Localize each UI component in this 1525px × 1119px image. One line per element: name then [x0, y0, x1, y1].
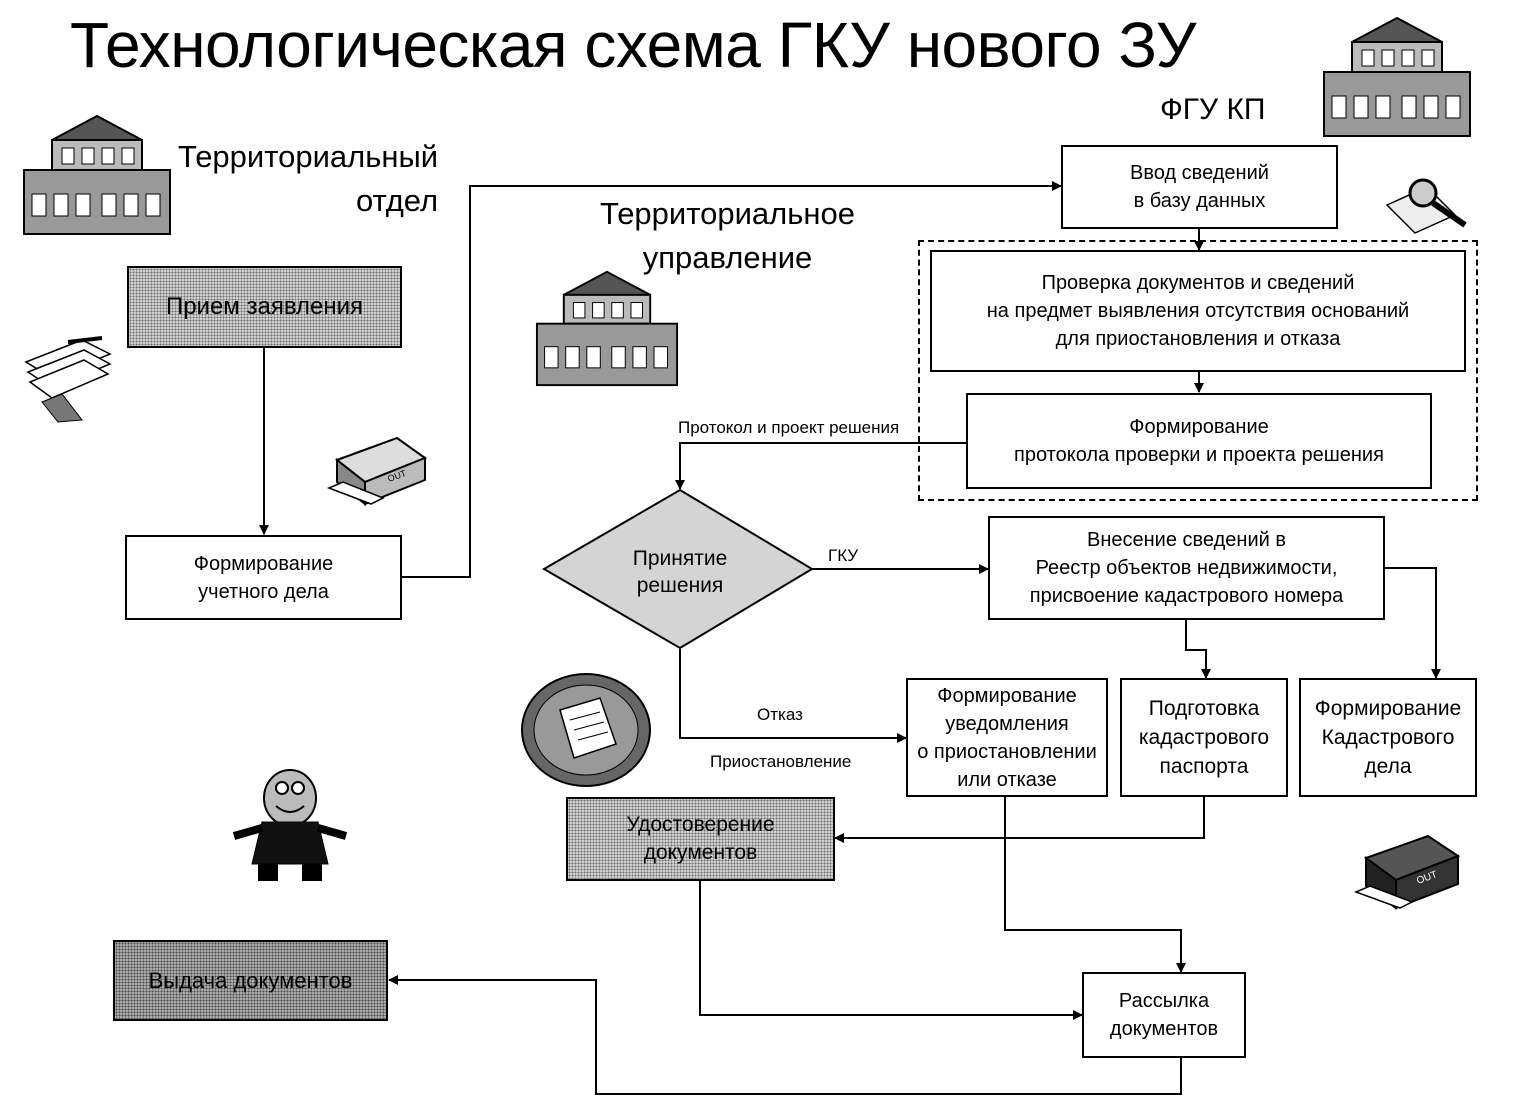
protocol-draft-edge-label: Протокол и проект решения [678, 418, 900, 437]
issue-documents-box[interactable]: Выдача документов [113, 940, 388, 1021]
building-icon [22, 112, 172, 242]
arrow-protocol-to-decision [675, 442, 966, 490]
prepare-passport-box[interactable]: Подготовка кадастрового паспорта [1120, 678, 1288, 797]
arrow-mail-to-issue [388, 975, 1182, 1095]
receive-application-label: Прием заявления [165, 293, 364, 320]
magnifier-icon [1385, 175, 1470, 240]
issue-documents-label: Выдача документов [148, 967, 353, 993]
certify-documents-label: Удостоверение документов [626, 813, 775, 864]
fgu-kp-label: ФГУ КП [1160, 93, 1266, 126]
printer-icon: OUT [1352, 828, 1462, 925]
arrow-notice-to-mail [1004, 797, 1186, 973]
form-cadastral-case-label: Формирование Кадастрового дела [1314, 697, 1462, 778]
printer-icon: OUT [325, 432, 430, 517]
person-icon [228, 768, 353, 888]
form-cadastral-case-box[interactable]: Формирование Кадастрового дела [1299, 678, 1477, 797]
arrow-passport-to-certify [834, 797, 1205, 843]
arrow-decision-to-notice [679, 649, 907, 743]
gku-edge-label: ГКУ [828, 546, 859, 565]
check-documents-box[interactable]: Проверка документов и сведений на предме… [930, 250, 1466, 372]
building-icon [1322, 14, 1472, 144]
mail-documents-box[interactable]: Рассылка документов [1082, 972, 1246, 1058]
registry-entry-box[interactable]: Внесение сведений в Реестр объектов недв… [988, 516, 1385, 620]
form-notice-label: Формирование уведомления о приостановлен… [917, 684, 1097, 791]
enter-data-box[interactable]: Ввод сведений в базу данных [1061, 145, 1338, 229]
enter-data-label: Ввод сведений в базу данных [1130, 162, 1269, 212]
arrow-registry-to-cadastral-case [1384, 567, 1441, 679]
refusal-edge-label: Отказ [757, 705, 803, 724]
form-protocol-box[interactable]: Формирование протокола проверки и проект… [966, 393, 1432, 489]
form-notice-box[interactable]: Формирование уведомления о приостановлен… [906, 678, 1108, 797]
decision-label: Принятие решения [632, 547, 728, 597]
registry-entry-label: Внесение сведений в Реестр объектов недв… [1029, 529, 1344, 607]
suspension-edge-label: Приостановление [710, 752, 852, 771]
mail-documents-label: Рассылка документов [1109, 990, 1219, 1040]
form-account-case-label: Формирование учетного дела [193, 552, 334, 603]
receive-application-box[interactable]: Прием заявления [127, 266, 402, 348]
form-account-case-box[interactable]: Формирование учетного дела [125, 535, 402, 620]
form-protocol-label: Формирование протокола проверки и проект… [1014, 416, 1384, 466]
prepare-passport-label: Подготовка кадастрового паспорта [1138, 697, 1270, 778]
certify-documents-box[interactable]: Удостоверение документов [566, 797, 835, 881]
arrow-certify-to-mail [699, 880, 1083, 1020]
decision-diamond [542, 488, 814, 650]
arrow-form-case-to-enter-data [402, 181, 1062, 578]
building-icon [532, 268, 682, 393]
verification-group [918, 240, 1478, 501]
certificate-seal-icon [520, 672, 652, 793]
territorial-department-label: Территориальный отдел [178, 139, 439, 218]
arrow-registry-to-passport [1185, 620, 1211, 679]
document-stack-icon [22, 332, 114, 429]
page-title: Технологическая схема ГКУ нового ЗУ [70, 9, 1196, 81]
territorial-administration-label: Территориальное управление [600, 196, 855, 275]
check-documents-label: Проверка документов и сведений на предме… [986, 272, 1410, 350]
